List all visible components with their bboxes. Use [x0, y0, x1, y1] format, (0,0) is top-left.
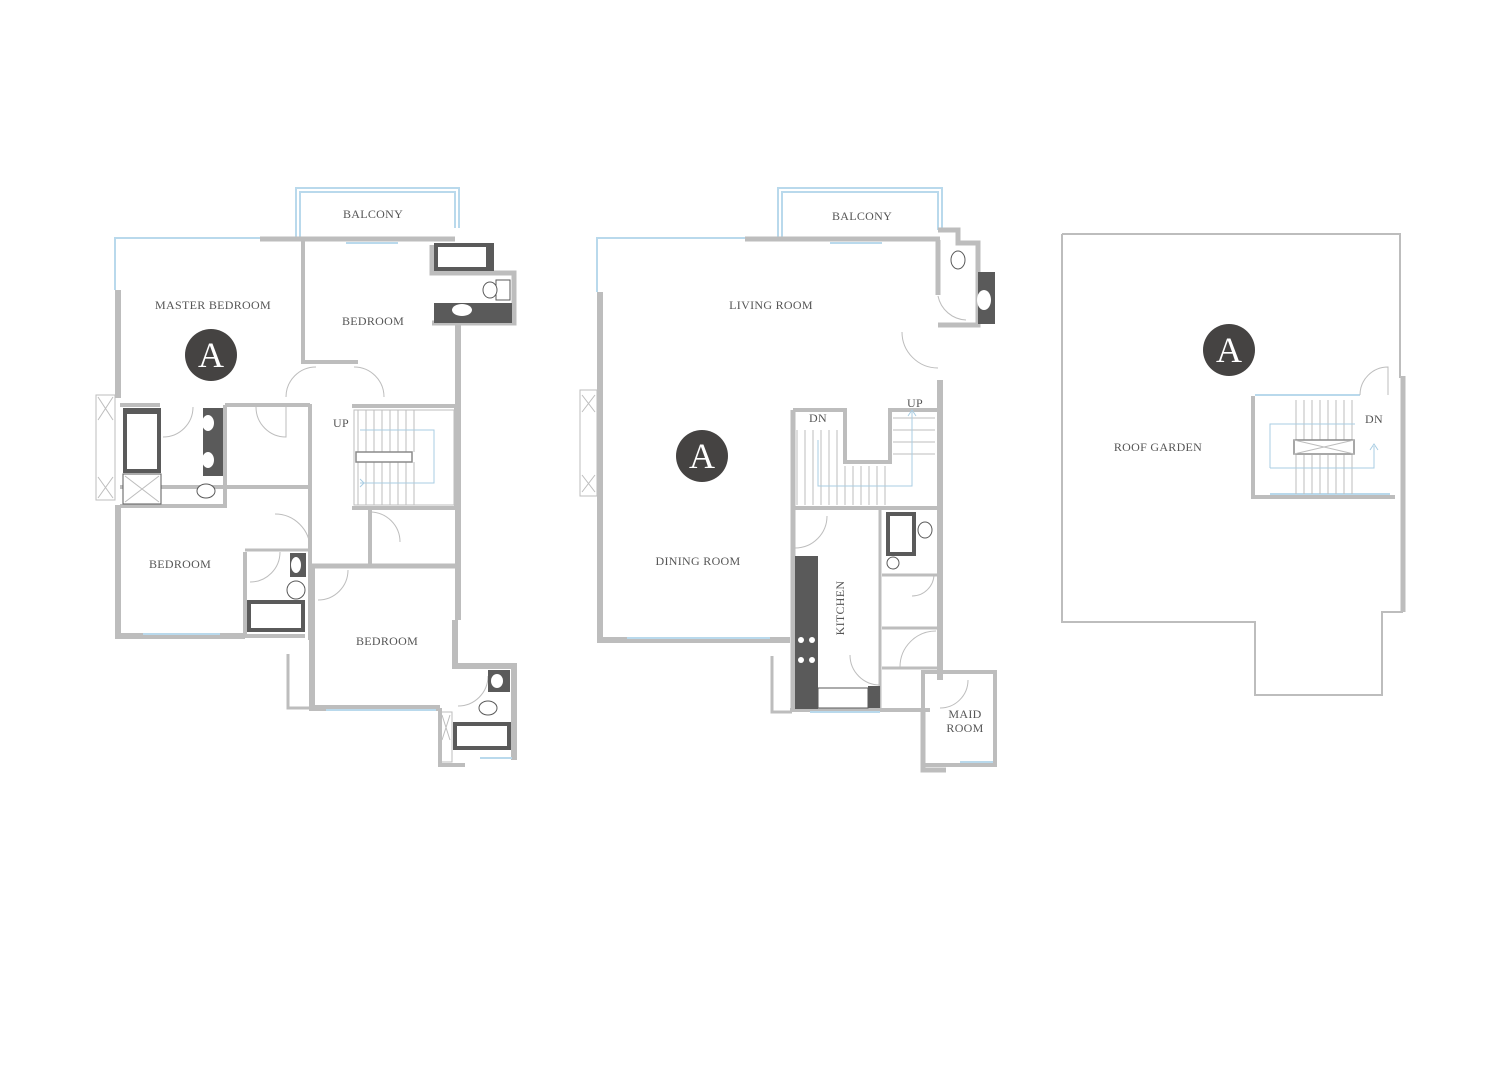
- maid-room-label-line-1: MAID: [948, 707, 981, 721]
- stair-up-label: UP: [333, 416, 349, 430]
- main-living-floor-plan: BALCONY LIVING ROOM DN UP DINING ROOM KI…: [579, 187, 997, 773]
- unit-badge-letter: A: [1216, 330, 1242, 370]
- master-bedroom-label: MASTER BEDROOM: [155, 298, 271, 312]
- roof-garden-label: ROOF GARDEN: [1114, 440, 1202, 454]
- kitchen-label: KITCHEN: [833, 581, 847, 636]
- doors-floor-2: [794, 295, 969, 709]
- maid-room-label-line-2: ROOM: [946, 721, 983, 735]
- bedroom-left-label: BEDROOM: [149, 557, 211, 571]
- balcony-label: BALCONY: [343, 207, 403, 221]
- balcony-2: [777, 187, 943, 237]
- staircase-floor-2: [796, 409, 935, 505]
- staircase-floor-1: [353, 409, 455, 506]
- living-room-label: LIVING ROOM: [729, 298, 813, 312]
- bedroom-bottom-label: BEDROOM: [356, 634, 418, 648]
- stair-up-label-2: UP: [907, 396, 923, 410]
- walls-roof: [1061, 233, 1406, 696]
- walls-floor-2: [579, 227, 997, 773]
- kitchen-fixtures: [795, 250, 995, 709]
- unit-badge-letter: A: [689, 436, 715, 476]
- unit-badge-letter: A: [198, 335, 224, 375]
- staircase-roof: [1269, 400, 1379, 494]
- dining-room-label: DINING ROOM: [656, 554, 741, 568]
- walls-floor-1: [95, 236, 517, 767]
- unit-badge-floor-1: A: [185, 329, 237, 381]
- stair-down-label: DN: [809, 411, 827, 425]
- bedroom-top-label: BEDROOM: [342, 314, 404, 328]
- balcony-label-2: BALCONY: [832, 209, 892, 223]
- balcony-1: [295, 187, 460, 237]
- unit-badge-floor-2: A: [676, 430, 728, 482]
- bathroom-fixtures-floor-1: [122, 243, 512, 750]
- stair-down-label-roof: DN: [1365, 412, 1383, 426]
- roof-garden-plan: ROOF GARDEN DN A: [1061, 233, 1406, 696]
- upper-bedroom-floor-plan: BALCONY MASTER BEDROOM BEDROOM UP BEDROO…: [95, 187, 517, 767]
- unit-badge-roof: A: [1203, 324, 1255, 376]
- doors-floor-1: [162, 366, 489, 707]
